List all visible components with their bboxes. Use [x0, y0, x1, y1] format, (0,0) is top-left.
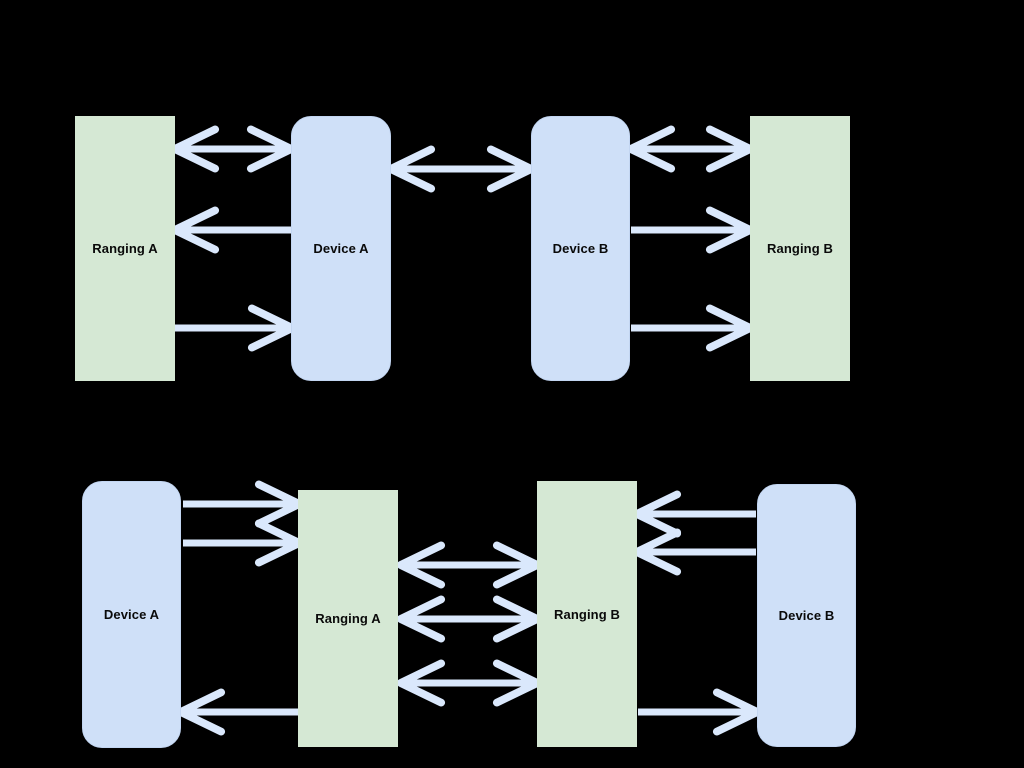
- node-top-ranging-a[interactable]: Ranging A: [75, 116, 175, 381]
- node-label: Ranging B: [767, 241, 833, 256]
- node-label: Device A: [103, 607, 160, 622]
- node-label: Ranging A: [92, 241, 158, 256]
- node-label: Ranging B: [554, 606, 620, 622]
- node-bot-ranging-b[interactable]: Ranging B: [537, 481, 637, 747]
- node-top-ranging-b[interactable]: Ranging B: [750, 116, 850, 381]
- node-top-device-b[interactable]: Device B: [531, 116, 630, 381]
- node-bot-device-a[interactable]: Device A: [82, 481, 181, 748]
- node-top-device-a[interactable]: Device A: [291, 116, 391, 381]
- node-label: Device A: [313, 241, 369, 256]
- node-label: Ranging A: [315, 611, 381, 626]
- node-bot-device-b[interactable]: Device B: [757, 484, 856, 747]
- node-label: Device B: [552, 241, 609, 256]
- node-label: Device B: [778, 608, 835, 623]
- node-bot-ranging-a[interactable]: Ranging A: [298, 490, 398, 747]
